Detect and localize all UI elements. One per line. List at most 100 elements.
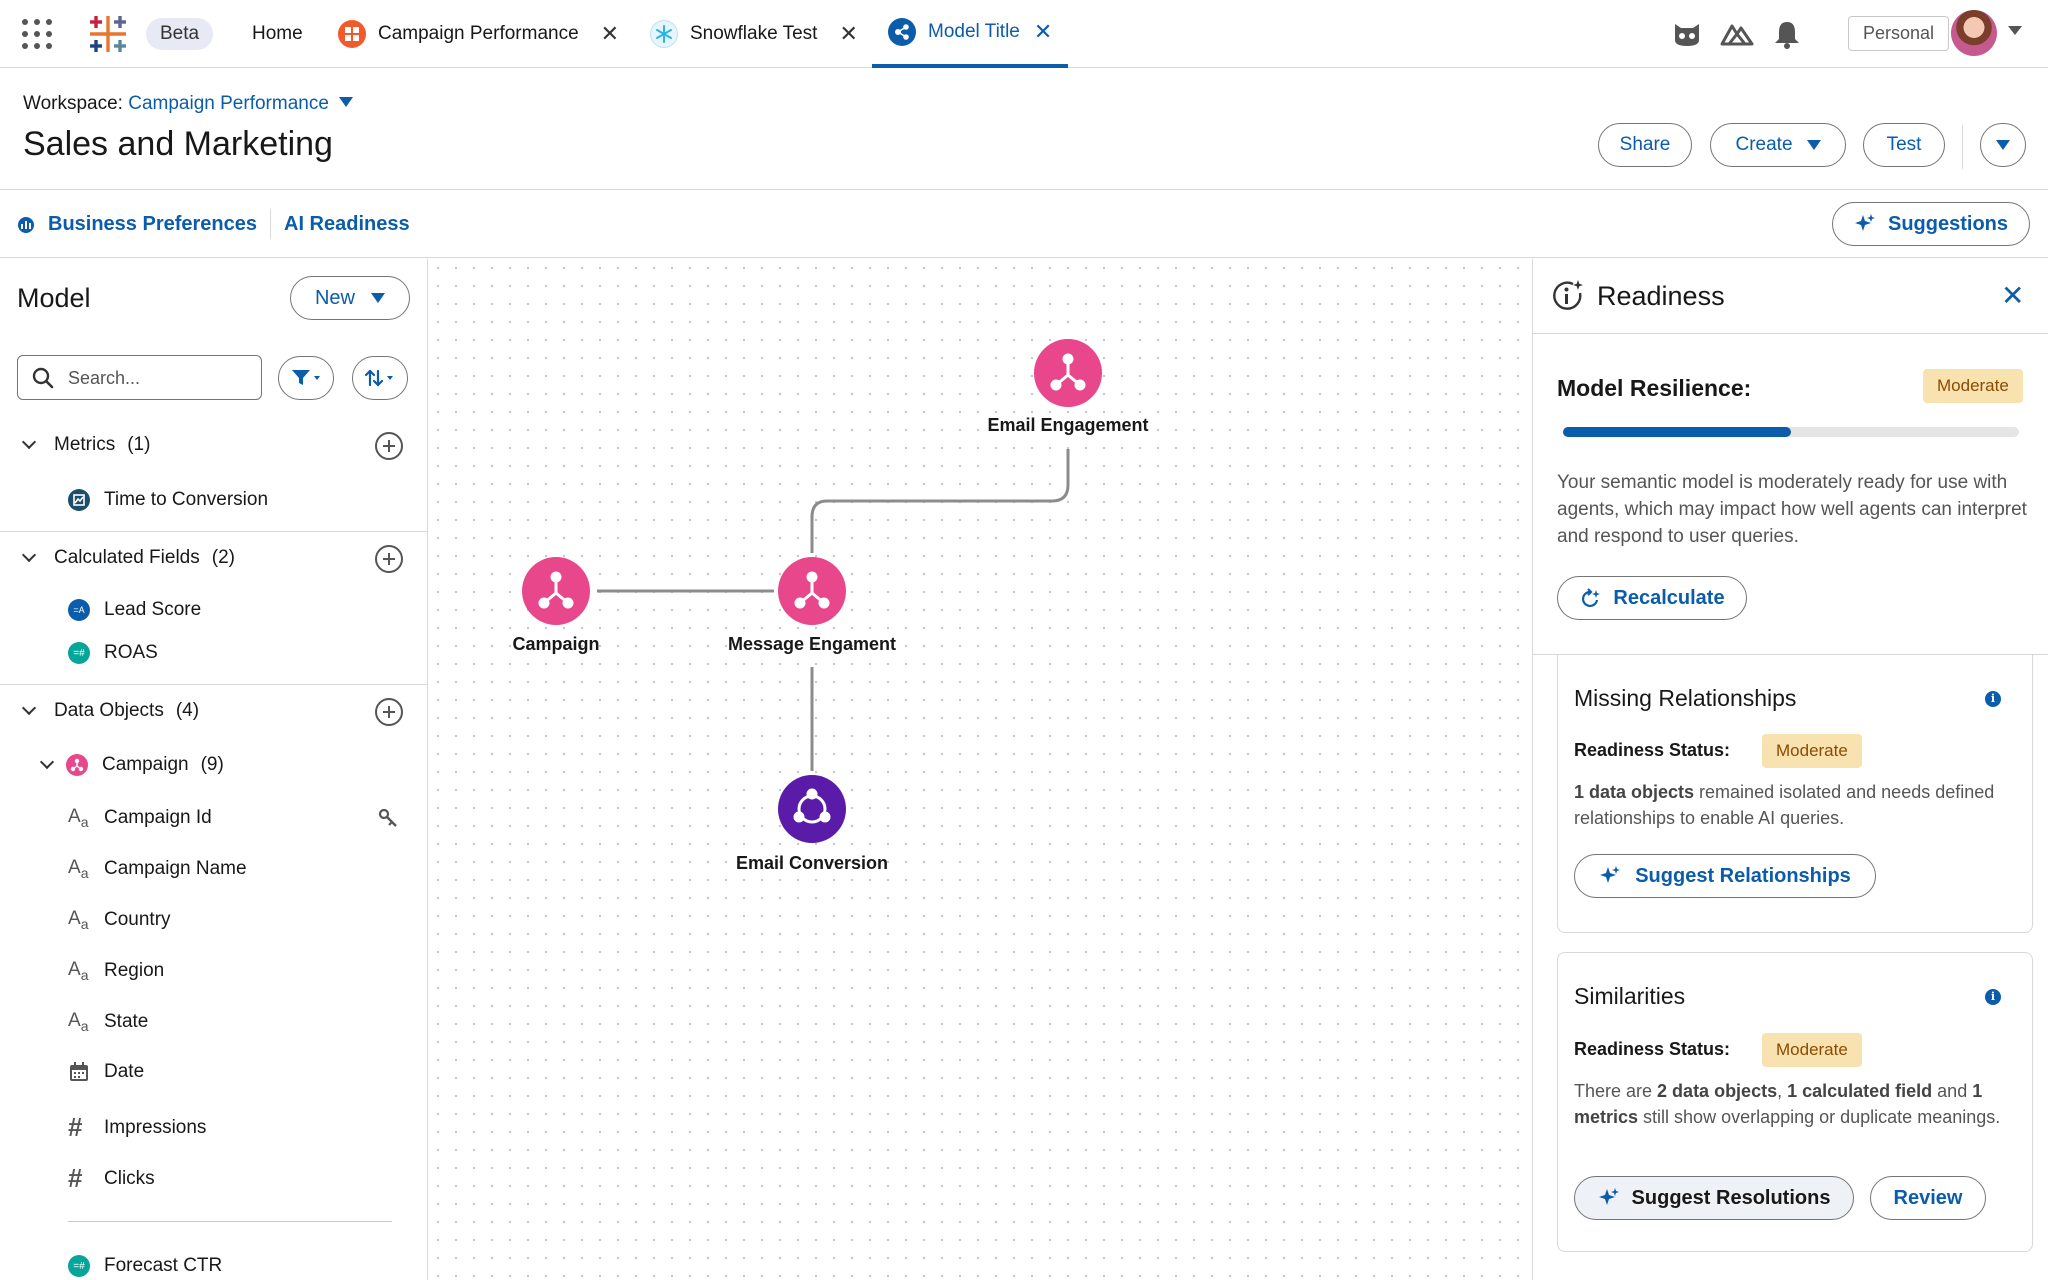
text-field-icon: Aa (68, 1010, 90, 1034)
divider (270, 209, 271, 239)
chevron-down-icon[interactable] (339, 97, 353, 107)
field-campaign-id[interactable]: Aa Campaign Id (68, 806, 398, 830)
data-object-count: (9) (201, 754, 224, 776)
field-label: Impressions (104, 1117, 206, 1139)
close-icon[interactable]: ✕ (839, 21, 857, 47)
tab-label: Snowflake Test (690, 23, 817, 45)
relationship-lines (429, 259, 1531, 1280)
field-label: Country (104, 909, 171, 931)
field-campaign-name[interactable]: Aa Campaign Name (68, 857, 247, 881)
field-country[interactable]: Aa Country (68, 908, 171, 932)
snowflake-icon (650, 20, 678, 48)
field-forecast-ctr[interactable]: =# Forecast CTR (68, 1255, 222, 1277)
suggestions-label: Suggestions (1888, 213, 2008, 236)
global-header: Beta Home Campaign Performance ✕ Snowfla… (0, 0, 2048, 68)
tab-model-title[interactable]: Model Title ✕ (872, 0, 1068, 68)
search-placeholder: Search... (68, 368, 140, 389)
model-canvas[interactable]: Email Engagement Campaign Message Engame… (429, 259, 1531, 1280)
readiness-panel: Readiness ✕ Model Resilience: Moderate Y… (1532, 259, 2048, 1280)
desc-text: There are (1574, 1081, 1657, 1101)
node-email-engagement[interactable] (1034, 339, 1102, 407)
metrics-section-header[interactable]: Metrics (1) (24, 434, 150, 456)
chevron-down-icon[interactable] (22, 548, 36, 562)
share-button[interactable]: Share (1598, 123, 1692, 167)
model-panel: Model New Search... Metrics (1) Time to … (0, 259, 428, 1280)
relationship-line[interactable] (812, 449, 1068, 553)
sort-button[interactable] (352, 356, 408, 400)
suggest-resolutions-button[interactable]: Suggest Resolutions (1574, 1176, 1854, 1220)
item-label: Lead Score (104, 599, 201, 621)
add-calculated-field-icon[interactable] (375, 545, 403, 573)
add-data-object-icon[interactable] (375, 698, 403, 726)
field-date[interactable]: Date (68, 1061, 144, 1083)
calculated-fields-section-header[interactable]: Calculated Fields (2) (24, 547, 235, 569)
personal-workspace-button[interactable]: Personal (1848, 16, 1949, 51)
field-label: State (104, 1011, 148, 1033)
close-icon[interactable]: ✕ (1034, 19, 1052, 45)
field-state[interactable]: Aa State (68, 1010, 148, 1034)
recalculate-button[interactable]: Recalculate (1557, 576, 1747, 620)
tableau-logo[interactable] (84, 10, 132, 58)
new-button[interactable]: New (290, 276, 410, 320)
chevron-down-icon (371, 293, 385, 303)
ai-readiness-link[interactable]: AI Readiness (284, 213, 410, 236)
data-object-campaign[interactable]: Campaign (9) (42, 754, 224, 776)
tab-home[interactable]: Home (252, 0, 303, 68)
chevron-down-icon[interactable] (2008, 26, 2022, 35)
model-resilience-label: Model Resilience: (1557, 375, 1751, 402)
info-icon[interactable]: i (1985, 691, 2001, 707)
close-icon[interactable]: ✕ (2001, 279, 2024, 312)
suggest-relationships-button[interactable]: Suggest Relationships (1574, 854, 1876, 898)
filter-button[interactable] (278, 356, 334, 400)
test-button[interactable]: Test (1863, 123, 1945, 167)
agent-icon[interactable] (1670, 17, 1704, 51)
create-button[interactable]: Create (1710, 123, 1846, 167)
avatar[interactable] (1951, 10, 1997, 56)
section-label: Calculated Fields (54, 547, 200, 569)
field-region[interactable]: Aa Region (68, 959, 164, 983)
node-message-engagement[interactable] (778, 557, 846, 625)
more-actions-button[interactable] (1980, 123, 2026, 167)
field-label: Clicks (104, 1168, 155, 1190)
list-item-lead-score[interactable]: =A Lead Score (68, 599, 201, 621)
page-header: Workspace: Campaign Performance Sales an… (0, 69, 2048, 190)
trailhead-icon[interactable] (1720, 17, 1754, 51)
desc-text: still show overlapping or duplicate mean… (1638, 1107, 2000, 1127)
add-metric-icon[interactable] (375, 432, 403, 460)
node-label: Message Engament (712, 634, 912, 655)
chevron-down-icon[interactable] (22, 435, 36, 449)
field-label: Forecast CTR (104, 1255, 222, 1277)
list-item-roas[interactable]: =# ROAS (68, 642, 158, 664)
card-title: Missing Relationships (1574, 685, 1796, 712)
chevron-down-icon[interactable] (22, 701, 36, 715)
data-object-label: Campaign (102, 754, 189, 776)
field-clicks[interactable]: # Clicks (68, 1163, 155, 1194)
data-objects-section-header[interactable]: Data Objects (4) (24, 700, 199, 722)
key-icon (378, 808, 398, 828)
divider (0, 684, 428, 685)
field-impressions[interactable]: # Impressions (68, 1112, 206, 1143)
chevron-down-icon[interactable] (40, 755, 54, 769)
preferences-icon (17, 216, 35, 234)
review-button[interactable]: Review (1870, 1176, 1986, 1220)
tab-campaign-performance[interactable]: Campaign Performance ✕ (338, 0, 619, 68)
workspace-breadcrumb: Workspace: Campaign Performance (23, 93, 353, 115)
list-item-time-to-conversion[interactable]: Time to Conversion (68, 489, 268, 511)
status-badge: Moderate (1762, 1033, 1862, 1067)
bell-icon[interactable] (1770, 17, 1804, 51)
readiness-title: Readiness (1597, 281, 1725, 312)
tab-snowflake-test[interactable]: Snowflake Test ✕ (650, 0, 858, 68)
resilience-description: Your semantic model is moderately ready … (1557, 469, 2027, 550)
workspace-link[interactable]: Campaign Performance (128, 93, 329, 114)
app-launcher-icon[interactable] (22, 19, 52, 49)
search-input[interactable]: Search... (17, 355, 262, 400)
close-icon[interactable]: ✕ (601, 21, 619, 47)
divider (68, 1221, 392, 1222)
calculated-measure-icon: =# (68, 1255, 90, 1277)
node-email-conversion[interactable] (778, 775, 846, 843)
suggestions-button[interactable]: Suggestions (1832, 202, 2030, 246)
info-icon[interactable]: i (1985, 989, 2001, 1005)
business-preferences-link[interactable]: Business Preferences (48, 213, 257, 236)
node-campaign[interactable] (522, 557, 590, 625)
section-count: (1) (127, 434, 150, 456)
